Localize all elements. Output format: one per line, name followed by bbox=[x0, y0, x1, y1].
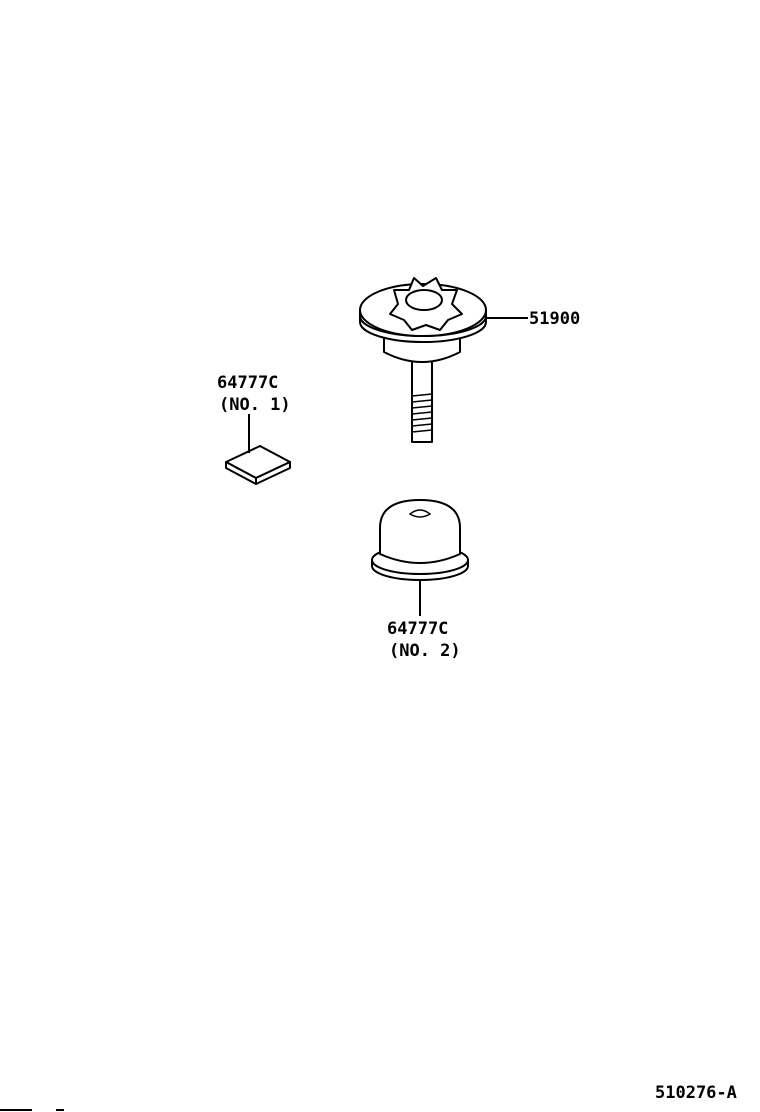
hold-down-bolt-knob-part bbox=[359, 277, 487, 443]
cap-no2-top-mark bbox=[408, 509, 432, 518]
knob-hub bbox=[383, 335, 461, 363]
part-number-64777c-no2: 64777C bbox=[387, 619, 448, 639]
part-suffix-no1: (NO. 1) bbox=[219, 395, 291, 415]
bolt-threads bbox=[411, 393, 433, 433]
cap-no2-dome bbox=[379, 499, 461, 564]
bolt-stud bbox=[411, 355, 433, 443]
pad-no1-part bbox=[225, 445, 291, 485]
part-number-51900: 51900 bbox=[529, 309, 580, 329]
cap-no2-part bbox=[371, 499, 469, 581]
pad-no1-side-right bbox=[255, 461, 291, 485]
figure-id: 510276-A bbox=[655, 1083, 737, 1103]
knob-center-recess bbox=[405, 289, 443, 311]
part-suffix-no2: (NO. 2) bbox=[389, 641, 461, 661]
part-number-64777c-no1: 64777C bbox=[217, 373, 278, 393]
